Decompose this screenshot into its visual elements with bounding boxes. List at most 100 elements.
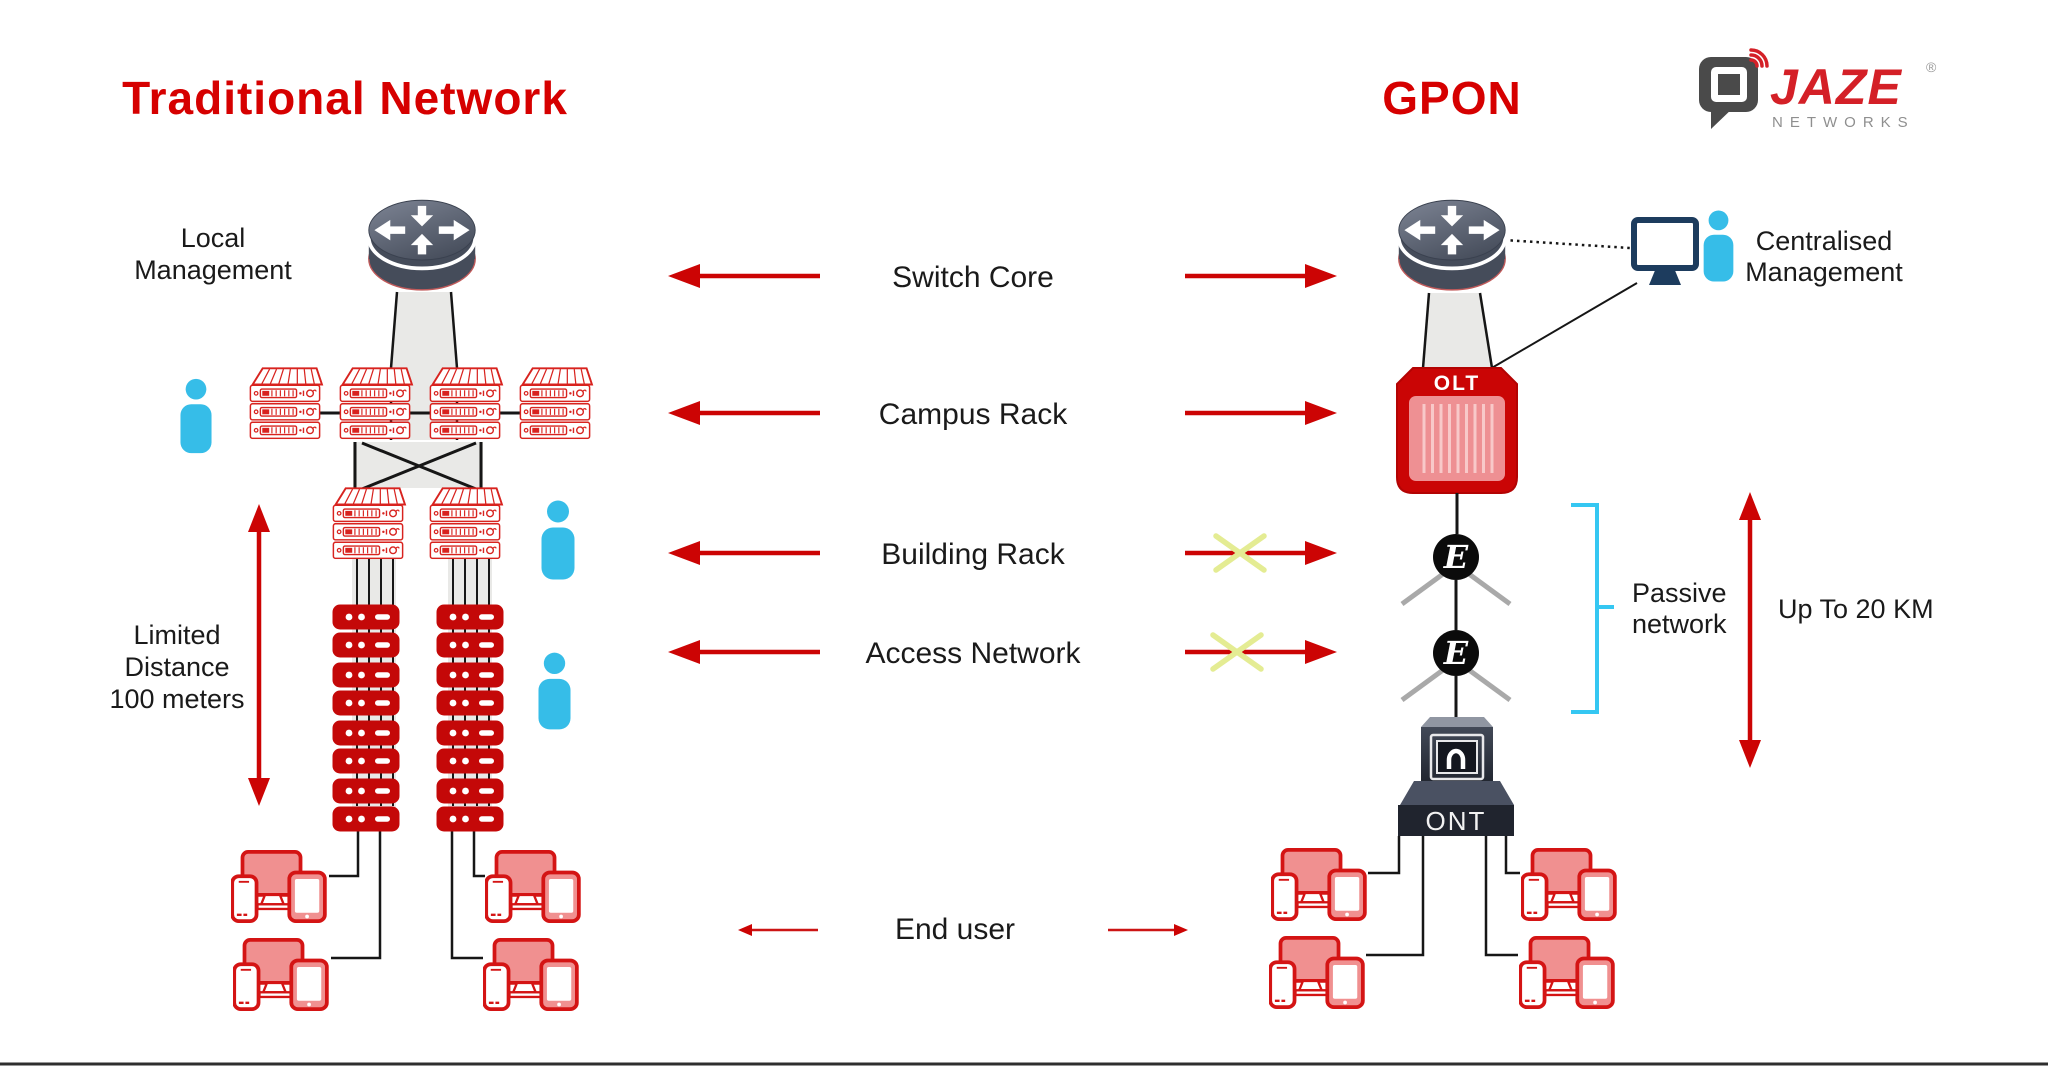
access-to-enduser-links: [329, 830, 485, 960]
olt-icon: OLT: [1396, 367, 1518, 494]
splitter-icon: E: [1400, 630, 1512, 703]
bracket-icon: [1571, 503, 1614, 714]
row-end-user: End user: [738, 913, 1188, 946]
server-unit-icon: [332, 720, 400, 746]
splitter-icon: E: [1400, 534, 1512, 607]
campus-rack-icon: [430, 368, 502, 438]
right-arrow-icon: [1185, 401, 1337, 425]
monitor-to-olt-link: [1489, 282, 1638, 370]
left-arrow-icon: [738, 924, 818, 936]
server-unit-icon: [436, 632, 504, 658]
traditional-title: Traditional Network: [122, 72, 568, 124]
local-management-label: Local Management: [134, 223, 292, 285]
passive-splitter-chain: E E: [1400, 493, 1512, 722]
registered-mark: ®: [1926, 59, 1937, 75]
building-rack-icon: [333, 488, 405, 558]
server-unit-icon: [332, 632, 400, 658]
router-to-monitor-dotted-link: [1503, 238, 1631, 250]
core-to-olt-link: [1421, 292, 1494, 369]
switch-core-label: Switch Core: [892, 261, 1054, 294]
splitter-label: E: [1443, 634, 1469, 672]
limited-distance-line3: 100 meters: [109, 684, 244, 714]
end-user-devices-icon: [1271, 848, 1367, 921]
distance-arrow: [1739, 492, 1761, 768]
x-mark-icon: [1213, 533, 1267, 573]
campus-rack-icon: [340, 368, 412, 438]
end-user-devices-icon: [233, 938, 329, 1011]
server-unit-icon: [332, 662, 400, 688]
server-unit-icon: [436, 720, 504, 746]
left-arrow-icon: [668, 401, 820, 425]
right-arrow-icon: [1185, 640, 1337, 664]
centralised-management-label: Centralised Management: [1745, 226, 1903, 287]
left-arrow-icon: [668, 541, 820, 565]
end-user-devices-icon: [485, 850, 581, 923]
left-arrow-icon: [668, 264, 820, 288]
user-icon: [538, 652, 571, 730]
limited-distance-line1: Limited: [133, 620, 220, 650]
campus-rack-label: Campus Rack: [879, 398, 1068, 431]
brand-name: JAZE: [1770, 59, 1902, 115]
passive-network-line2: network: [1632, 609, 1727, 639]
end-user-devices-icon: [483, 938, 579, 1011]
campus-rack-icon: [520, 368, 592, 438]
speech-bubble-icon: [1699, 57, 1758, 129]
server-unit-icon: [436, 778, 504, 804]
end-user-devices-icon: [1519, 936, 1615, 1009]
campus-rack-icon: [250, 368, 322, 438]
x-mark-icon: [1210, 632, 1264, 672]
row-campus-rack: Campus Rack: [668, 398, 1337, 431]
server-unit-icon: [332, 690, 400, 716]
limited-distance-label: Limited Distance 100 meters: [109, 620, 244, 714]
user-icon: [180, 378, 212, 454]
end-user-label: End user: [895, 913, 1015, 946]
row-building-rack: Building Rack: [668, 533, 1337, 573]
router-icon: [1396, 198, 1508, 292]
passive-network-label: Passive network: [1632, 578, 1727, 639]
olt-label: OLT: [1434, 372, 1480, 395]
end-user-devices-icon: [1269, 936, 1365, 1009]
building-rack-label: Building Rack: [881, 538, 1065, 571]
splitter-label: E: [1443, 538, 1469, 576]
right-arrow-icon: [1185, 541, 1337, 565]
server-unit-icon: [436, 662, 504, 688]
centralised-management-line1: Centralised: [1756, 226, 1893, 256]
end-user-devices-icon: [1521, 848, 1617, 921]
row-access-network: Access Network: [668, 632, 1337, 672]
server-unit-icon: [436, 690, 504, 716]
centralised-management-line2: Management: [1745, 257, 1903, 287]
server-unit-icon: [332, 806, 400, 832]
access-network-label: Access Network: [865, 637, 1081, 670]
jaze-logo: JAZE ® NETWORKS: [1699, 48, 1937, 131]
ont-to-enduser-links: [1366, 836, 1520, 957]
limited-distance-arrow: [248, 504, 270, 806]
brand-subtitle: NETWORKS: [1772, 114, 1915, 131]
distance-label: Up To 20 KM: [1778, 594, 1934, 624]
right-arrow-icon: [1108, 924, 1188, 936]
user-icon: [541, 500, 575, 580]
ont-icon: ONT: [1398, 717, 1514, 836]
right-arrow-icon: [1185, 264, 1337, 288]
building-rack-icon: [430, 488, 502, 558]
wifi-signal-icon: [1749, 48, 1769, 68]
server-unit-icon: [436, 748, 504, 774]
left-arrow-icon: [668, 640, 820, 664]
gpon-title: GPON: [1382, 72, 1521, 124]
server-unit-icon: [332, 604, 400, 630]
limited-distance-line2: Distance: [124, 652, 229, 682]
server-unit-icon: [436, 806, 504, 832]
campus-to-building-links: [353, 441, 483, 491]
local-management-line2: Management: [134, 255, 292, 285]
passive-network-line1: Passive: [1632, 578, 1727, 608]
ont-label: ONT: [1426, 806, 1487, 836]
server-unit-icon: [332, 778, 400, 804]
server-unit-icon: [332, 748, 400, 774]
row-switch-core: Switch Core: [668, 261, 1337, 294]
monitor-icon: [1631, 217, 1699, 285]
router-icon: [366, 198, 478, 292]
end-user-devices-icon: [231, 850, 327, 923]
user-icon: [1703, 210, 1734, 282]
local-management-line1: Local: [181, 223, 246, 253]
